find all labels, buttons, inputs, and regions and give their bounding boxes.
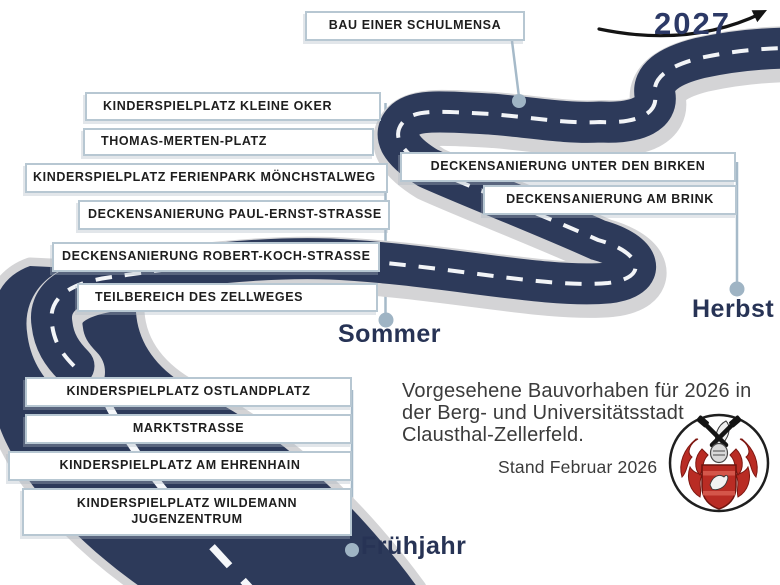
- year-label: 2027: [654, 6, 731, 41]
- milestone-am-ehrenhain: KINDERSPIELPLATZ AM EHRENHAIN: [8, 451, 352, 481]
- caption-line: Clausthal-Zellerfeld.: [402, 424, 585, 446]
- year-arrow-icon: [597, 10, 767, 38]
- milestone-ostlandplatz: KINDERSPIELPLATZ OSTLANDPLATZ: [25, 377, 352, 407]
- milestone-wildemann-jugenzentrum: KINDERSPIELPLATZ WILDEMANN JUGENZENTRUM: [22, 488, 352, 536]
- season-label-spring: Frühjahr: [361, 532, 467, 560]
- milestone-marktstrasse: MARKTSTRASSE: [25, 414, 352, 444]
- caption-stand-date: Stand Februar 2026: [498, 457, 658, 477]
- milestone-ferienpark-moenchstalweg: KINDERSPIELPLATZ FERIENPARK MÖNCHSTALWEG: [25, 163, 388, 193]
- milestone-thomas-merten-platz: THOMAS-MERTEN-PLATZ: [83, 128, 374, 156]
- milestone-kleine-oker: KINDERSPIELPLATZ KLEINE OKER: [85, 92, 381, 121]
- milestone-unter-den-birken: DECKENSANIERUNG UNTER DEN BIRKEN: [400, 152, 736, 182]
- season-label-summer: Sommer: [338, 320, 442, 348]
- milestone-robert-koch-strasse: DECKENSANIERUNG ROBERT-KOCH-STRASSE: [52, 242, 380, 272]
- milestone-teilbereich-zellweges: TEILBEREICH DES ZELLWEGES: [77, 283, 378, 312]
- season-label-autumn: Herbst: [692, 295, 775, 323]
- milestone-paul-ernst-strasse: DECKENSANIERUNG PAUL-ERNST-STRASSE: [78, 200, 390, 230]
- caption-line: Vorgesehene Bauvorhaben für 2026 in: [402, 380, 752, 402]
- city-crest-icon: [668, 413, 770, 513]
- caption-block: Vorgesehene Bauvorhaben für 2026 in der …: [402, 380, 774, 478]
- milestone-am-brink: DECKENSANIERUNG AM BRINK: [483, 185, 737, 215]
- callout-dots: [345, 94, 745, 557]
- milestone-schulmensa: BAU EINER SCHULMENSA: [305, 11, 525, 41]
- caption-line: der Berg- und Universitätsstadt: [402, 402, 684, 424]
